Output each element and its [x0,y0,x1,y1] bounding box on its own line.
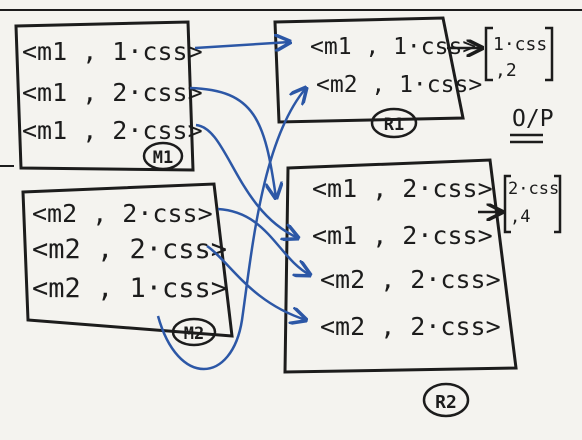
shuffle-arrow-m2-3-to-r1 [156,88,306,371]
m1-circle [142,141,184,171]
reducer-r2-box [283,158,518,374]
r2-output-line-2: ,4 [510,207,530,227]
r2-label: R2 [435,392,457,413]
r2-pair-4: <m2 , 2·css> [320,312,501,341]
m2-pair-2: <m2 , 2·css> [32,234,227,265]
r1-output-bracket-right [545,26,554,82]
mapper-m1-box [14,20,195,172]
mapper-m2-box [21,182,234,338]
r1-output-bracket-left [484,26,493,82]
m1-pair-3: <m1 , 2·css> [22,116,203,145]
r2-output-line-1: 2·css [508,179,559,199]
r2-pair-2: <m1 , 2·css> [312,221,493,250]
m2-circle [171,317,217,347]
r1-pair-2: <m2 , 1·css> [316,72,482,98]
m2-pair-3: <m2 , 1·css> [32,273,227,304]
r2-output-bracket-left [503,174,511,234]
r2-pair-3: <m2 , 2·css> [320,265,501,294]
shuffle-arrow-m2-2-to-r2 [206,244,306,320]
r1-output-line-1: 1·css [493,34,547,55]
reducer-r1-box [273,16,465,124]
r2-circle [422,382,470,418]
m1-pair-2: <m1 , 2·css> [22,78,203,107]
r2-pair-1: <m1 , 2·css> [312,174,493,203]
m2-pair-1: <m2 , 2·css> [32,199,213,228]
r1-label: R1 [384,115,404,135]
r1-circle [370,107,418,139]
output-label: O/P [512,106,554,132]
shuffle-arrow-m1-2-to-r2 [189,86,276,198]
m2-label: M2 [184,324,204,344]
r2-output-bracket-right [554,174,562,234]
shuffle-arrow-m1-3-to-r2 [195,123,298,238]
m1-label: M1 [153,148,173,168]
m1-pair-1: <m1 , 1·css> [22,37,203,66]
shuffle-arrow-m2-1-to-r2 [217,207,310,275]
r1-output-line-2: ,2 [495,60,517,81]
shuffle-arrow-m1-1-to-r1 [194,42,290,48]
